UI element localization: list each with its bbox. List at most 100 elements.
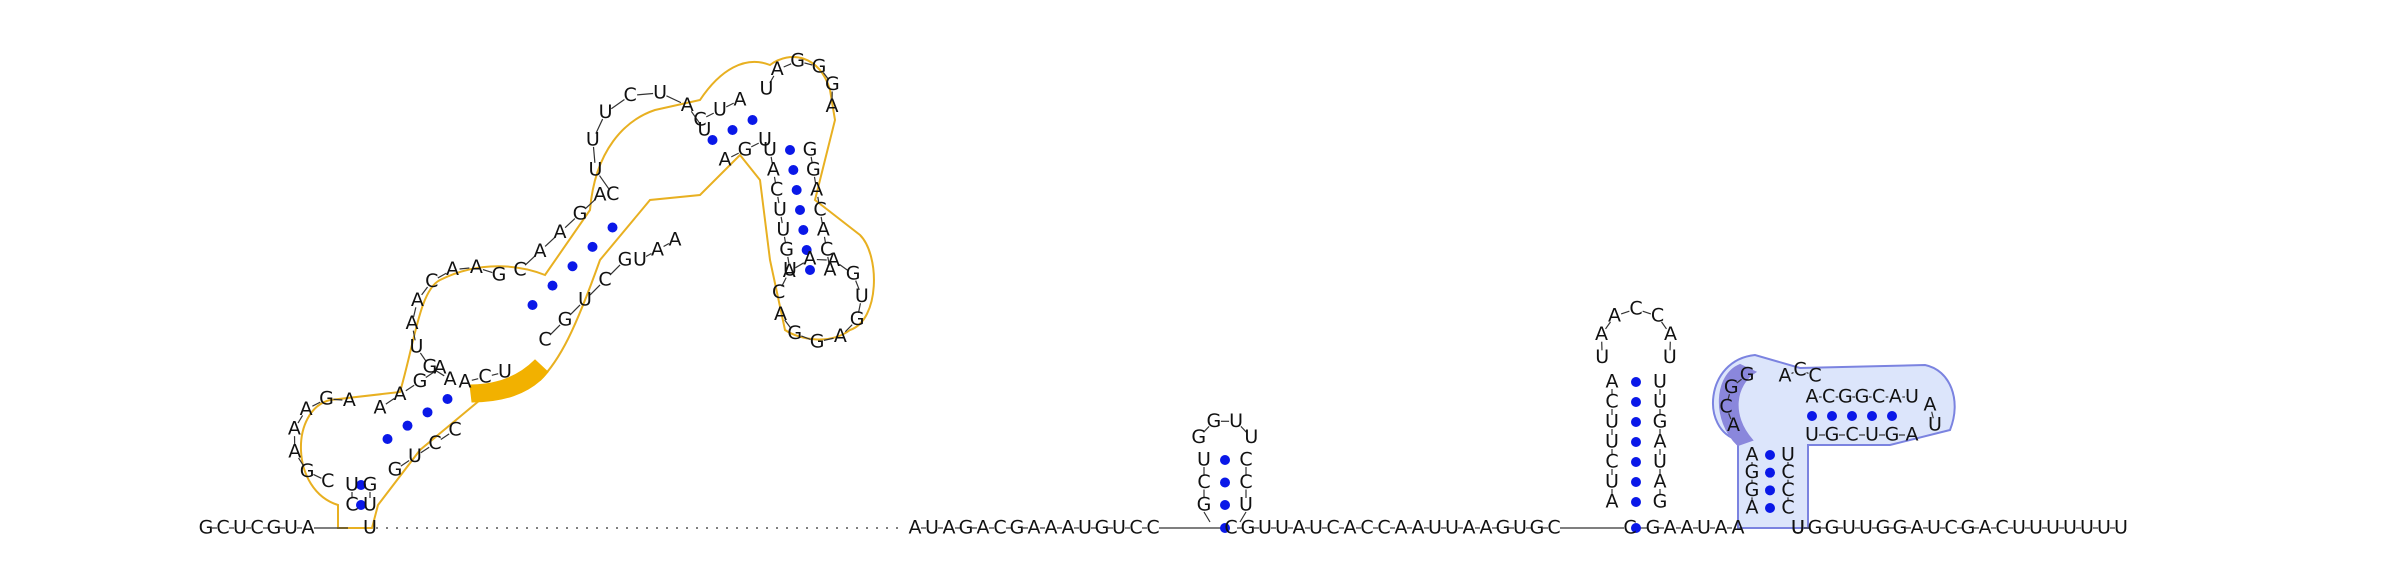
base-pair-dot [1765,467,1775,478]
backbone-segment [584,199,596,210]
base-pair-dot [747,115,758,125]
domain1-nucleotide: U [599,101,613,123]
baseline-nucleotide: G [1095,517,1110,539]
domain2-nucleotide: C [1822,386,1835,408]
backbone-segment [425,371,435,378]
domain1-nucleotide: A [470,256,483,278]
domain1-nucleotide: U [633,249,647,271]
baseline-nucleotide: A [1395,517,1408,539]
domain1-nucleotide: U [408,445,422,467]
base-pair-dot [1765,450,1775,460]
domain2-nucleotide: A [1806,386,1819,408]
hairpin-tall-nucleotide: U [1605,431,1619,453]
domain1-nucleotide: A [459,371,472,393]
baseline-nucleotide: C [1995,517,2008,539]
base-pair-dot [801,245,812,255]
baseline-nucleotide: G [1646,517,1661,539]
hairpin-tall-loop-nucleotide: U [1663,346,1677,368]
backbone-segment [787,256,790,264]
backbone-segment [549,324,561,336]
domain2-nucleotide: A [1889,386,1902,408]
domain1-nucleotide: C [820,239,833,261]
domain2-nucleotide: G [1825,424,1840,446]
baseline-nucleotide: A [1715,517,1728,539]
baseline-nucleotide: A [1664,517,1677,539]
baseline-nucleotide: G [1530,517,1545,539]
backbone-segment [1661,321,1667,330]
domain1-nucleotide: A [434,357,447,379]
base-pairs [356,115,1897,533]
baseline-nucleotide: U [2063,517,2077,539]
backbone-segment [773,176,777,184]
backbone-segment [783,63,792,68]
backbone-segment [544,236,556,247]
domain1-nucleotide: A [834,325,847,347]
base-pair-dot [1765,503,1775,513]
domain1-nucleotide: A [374,397,387,419]
domain2-nucleotide: G [1838,386,1853,408]
baseline-nucleotide: C [1377,517,1390,539]
backbone-segment [637,92,654,96]
baseline-nucleotide: U [925,517,939,539]
base-pair-dot [1631,477,1641,487]
backbone-segment [1240,425,1247,433]
domain2-nucleotide: C [1719,395,1732,417]
base-pair-dot [1220,500,1230,510]
baseline-nucleotide: A [1480,517,1493,539]
backbone-segment [844,324,853,333]
base-pair-dot [785,145,795,155]
domain1-nucleotide: A [406,312,419,334]
domain2-nucleotide: A [1746,497,1759,519]
backbone-segment [589,284,601,296]
backbone-segment [412,330,416,341]
domain1-nucleotide: A [343,389,356,411]
base-pair-dot [1631,457,1641,467]
domain2-highlight [1718,363,1758,447]
backbone-segment [421,286,429,296]
domain1-nucleotide: C [624,84,637,106]
domain1-nucleotide: A [734,89,747,111]
backbone-segment [777,196,780,204]
backbone-segment [1931,411,1934,419]
domain1-nucleotide: G [388,459,403,481]
backbone-segment [609,264,621,276]
domain1-nucleotide: A [594,184,607,206]
backbone-segment [491,373,499,376]
baseline-nucleotide: G [1825,517,1840,539]
backbone [212,62,2115,529]
backbone-segment [592,146,596,163]
domain1-nucleotide: C [513,259,526,281]
base-pair-dot [707,135,718,145]
base-pair-dot [788,165,799,175]
baseline-nucleotide: A [1681,517,1694,539]
hairpin-tall-nucleotide: A [1654,471,1667,493]
domain1-highlight [469,359,549,403]
base-pair-dot [382,434,393,444]
domain2-nucleotide: C [1808,365,1821,387]
domain1-nucleotide: G [779,239,794,261]
baseline-nucleotide: U [1842,517,1856,539]
domain2-nucleotide: G [1740,363,1755,385]
domain2-nucleotide: C [1781,461,1794,483]
base-pair-dot [1765,485,1775,496]
baseline-nucleotide: A [1732,517,1745,539]
domain1-nucleotide: A [444,368,457,390]
domain2-nucleotide: G [1885,424,1900,446]
base-pair-dot [1631,377,1641,387]
hairpin-tall-nucleotide: C [1605,391,1618,413]
backbone-segment [333,398,343,401]
domain1-nucleotide: A [554,221,567,243]
baseline-nucleotide: G [267,517,282,539]
backbone-segment [385,398,395,405]
domain1-nucleotide: C [598,269,611,291]
backbone-segment [1203,425,1210,433]
backbone-segment [569,304,581,316]
domain1-nucleotide: G [812,55,827,77]
backbone-segment [437,272,447,279]
domain2-nucleotide: A [1924,394,1937,416]
baseline-nucleotide: A [909,517,922,539]
backbone-segment [435,370,445,377]
backbone-segment [823,337,834,341]
